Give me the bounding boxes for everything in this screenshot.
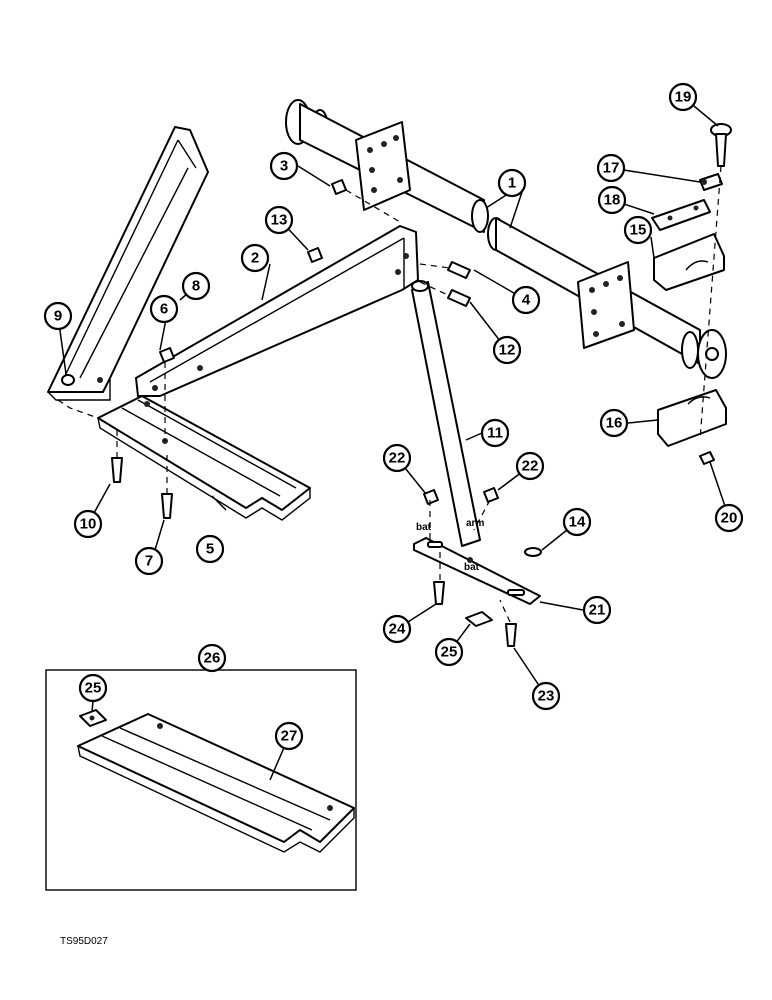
svg-text:23: 23 — [538, 688, 555, 705]
assembly-lines — [57, 165, 722, 623]
part-3-nut — [331, 179, 347, 195]
svg-text:24: 24 — [389, 621, 406, 638]
svg-text:25: 25 — [441, 644, 458, 661]
svg-text:5: 5 — [206, 541, 214, 558]
svg-text:3: 3 — [280, 158, 288, 175]
callout-6: 6 — [149, 294, 179, 324]
part-1-axle-left — [285, 99, 489, 233]
part-5-channel — [97, 395, 311, 521]
bat-label-2: bat — [464, 562, 480, 573]
svg-text:13: 13 — [271, 212, 288, 229]
inset-frame — [45, 669, 357, 891]
callout-17: 17 — [596, 153, 626, 183]
svg-text:1: 1 — [508, 175, 516, 192]
svg-text:11: 11 — [487, 425, 503, 442]
callout-14: 14 — [562, 507, 592, 537]
callout-24: 24 — [382, 614, 412, 644]
part-4-bolt — [447, 261, 471, 279]
svg-text:25: 25 — [85, 680, 102, 697]
callout-3: 3 — [269, 151, 299, 181]
callout-1: 1 — [497, 168, 527, 198]
figure-code: TS95D027 — [60, 936, 108, 947]
svg-text:22: 22 — [389, 450, 406, 467]
part-11-link-rod: arm — [411, 280, 484, 547]
part-23-bolt — [505, 623, 517, 647]
callout-21: 21 — [582, 595, 612, 625]
part-15-clamp-top — [653, 233, 725, 291]
svg-text:20: 20 — [721, 510, 738, 527]
svg-text:12: 12 — [499, 342, 516, 359]
arm-label: arm — [466, 518, 484, 529]
svg-text:14: 14 — [569, 514, 586, 531]
callout-12: 12 — [492, 335, 522, 365]
callout-4: 4 — [511, 285, 541, 315]
part-1-axle-right — [487, 217, 727, 379]
callout-2: 2 — [240, 243, 270, 273]
callout-9: 9 — [43, 301, 73, 331]
part-22-nut-left — [423, 489, 439, 505]
svg-text:7: 7 — [145, 553, 153, 570]
svg-text:2: 2 — [251, 250, 259, 267]
svg-text:4: 4 — [522, 292, 531, 309]
callout-7: 7 — [134, 546, 164, 576]
part-27-channel — [77, 713, 355, 853]
callout-8: 8 — [181, 271, 211, 301]
callout-26: 26 — [197, 643, 227, 673]
part-10-bolt — [111, 457, 123, 483]
callout-15: 15 — [623, 215, 653, 245]
svg-text:15: 15 — [630, 222, 647, 239]
svg-text:22: 22 — [522, 458, 539, 475]
callout-22-left: 22 — [382, 443, 412, 473]
part-21-plate: bat bat — [413, 522, 541, 605]
part-24-bolt — [433, 581, 445, 605]
svg-text:17: 17 — [603, 160, 620, 177]
svg-text:8: 8 — [192, 278, 200, 295]
callout-25-inset: 25 — [78, 673, 108, 703]
part-1-flange-right — [577, 261, 635, 349]
callout-11: 11 — [480, 418, 510, 448]
callout-27: 27 — [274, 721, 304, 751]
part-12-bolt — [447, 289, 471, 307]
callout-16: 16 — [599, 408, 629, 438]
bat-label-1: bat — [416, 522, 432, 533]
svg-text:9: 9 — [54, 308, 62, 325]
callout-19: 19 — [668, 82, 698, 112]
part-7-bolt — [161, 493, 173, 519]
svg-text:18: 18 — [604, 192, 621, 209]
part-22-nut-right — [483, 487, 499, 503]
svg-text:26: 26 — [204, 650, 221, 667]
svg-text:16: 16 — [606, 415, 623, 432]
part-20-nut — [699, 451, 715, 465]
inset-box — [45, 669, 357, 891]
svg-text:19: 19 — [675, 89, 692, 106]
part-25-inset-shim — [79, 709, 107, 727]
svg-text:10: 10 — [80, 516, 97, 533]
svg-text:21: 21 — [589, 602, 606, 619]
part-17-washer — [699, 173, 723, 191]
part-1-flange-left — [355, 121, 411, 211]
callout-10: 10 — [73, 509, 103, 539]
svg-text:27: 27 — [281, 728, 298, 745]
part-8-brace — [47, 126, 209, 401]
part-16-clamp-bottom — [657, 389, 727, 447]
part-6-nut — [159, 347, 175, 363]
callout-25: 25 — [434, 637, 464, 667]
part-18-plate — [651, 199, 711, 231]
callout-5: 5 — [195, 534, 225, 564]
part-2-arm — [135, 225, 419, 397]
callout-23: 23 — [531, 681, 561, 711]
part-13-nut — [307, 247, 323, 263]
callout-20: 20 — [714, 503, 744, 533]
part-14-washer — [524, 547, 542, 557]
part-19-bolt — [710, 123, 732, 167]
part-25-shim — [465, 611, 493, 627]
callout-22-right: 22 — [515, 451, 545, 481]
part-9-washer — [61, 374, 75, 386]
callout-13: 13 — [264, 205, 294, 235]
callout-18: 18 — [597, 185, 627, 215]
svg-text:6: 6 — [160, 301, 168, 318]
